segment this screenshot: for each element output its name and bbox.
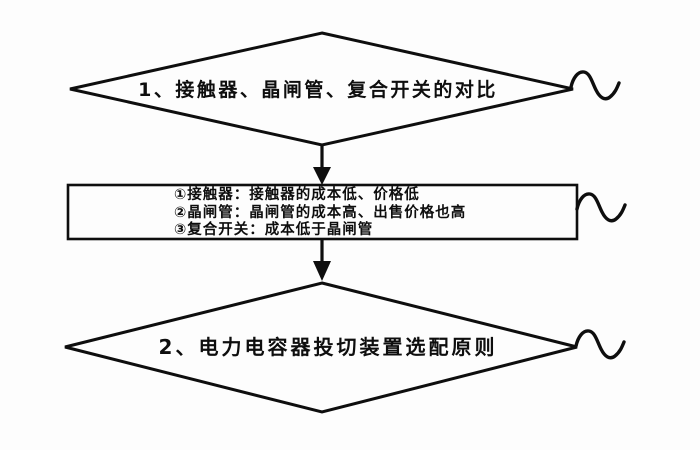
diamond-step1-label: 1、接触器、晶闸管、复合开关的对比 (138, 78, 498, 101)
detail-line-1: ①接触器：接触器的成本低、价格低 (174, 185, 420, 203)
detail-line-3: ③复合开关：成本低于晶闸管 (174, 220, 373, 238)
wave-connector-icon (569, 70, 621, 101)
arrow-down-icon (313, 261, 331, 281)
diamond-step2 (64, 281, 578, 414)
diamond-step2-label: 2、电力电容器投切装置选配原则 (159, 335, 498, 359)
wave-connector-icon (575, 192, 627, 223)
wave-connector-icon (574, 329, 626, 360)
arrow-down-icon (313, 167, 331, 185)
rect-detail-box (66, 183, 579, 241)
detail-line-2: ②晶闸管：晶闸管的成本高、出售价格也高 (174, 203, 466, 221)
